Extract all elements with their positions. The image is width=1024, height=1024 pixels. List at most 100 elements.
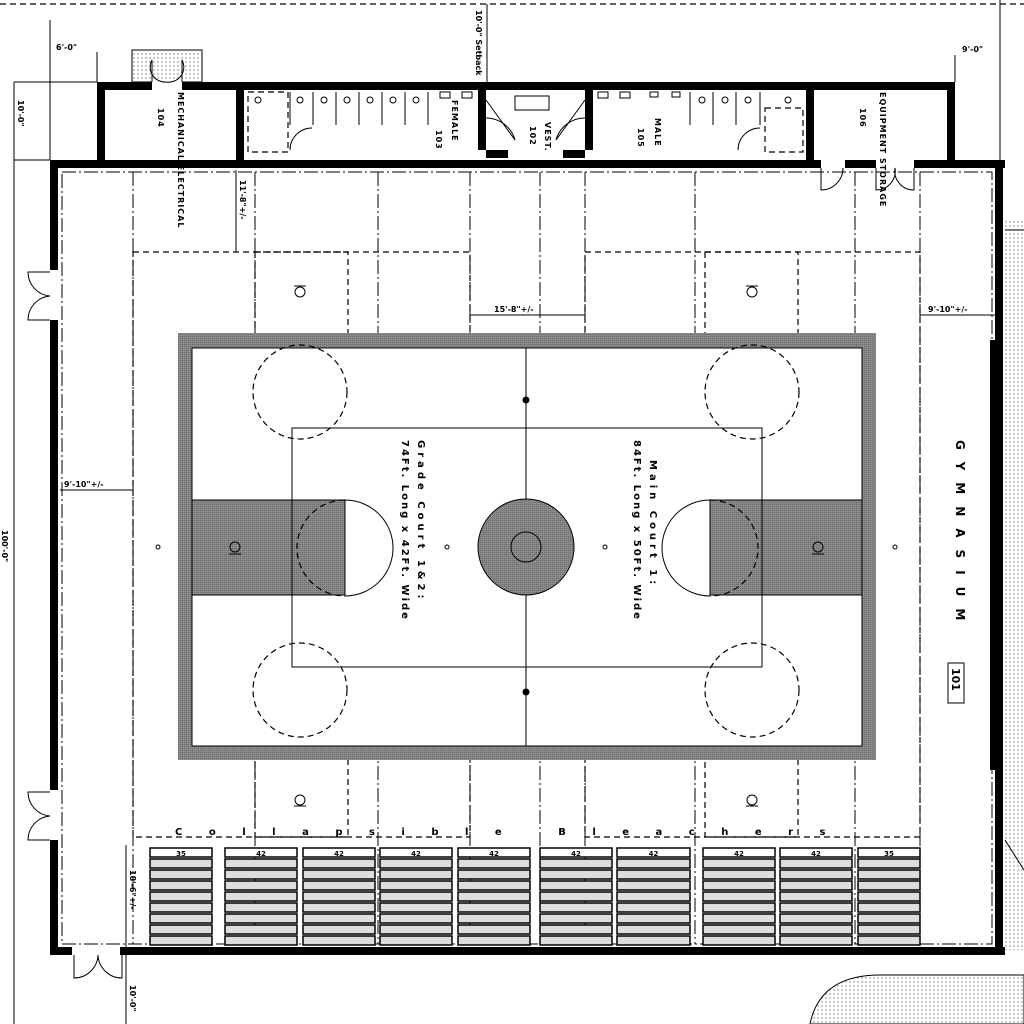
bleacher-row (457, 924, 531, 935)
bleacher-row (779, 913, 853, 924)
bleacher-row (379, 858, 453, 869)
right-free-throw-arc (661, 499, 711, 597)
east-walkway (1005, 220, 1024, 950)
bleacher-row (779, 935, 853, 946)
bleacher-row (457, 902, 531, 913)
dim-overall-depth: 100'-0" (0, 530, 9, 562)
bleacher-row (779, 858, 853, 869)
bleacher-row (379, 869, 453, 880)
bleacher-row (539, 880, 613, 891)
dim-annex-depth: 10'-0" (16, 100, 25, 127)
bleacher-row (379, 902, 453, 913)
bleacher-row (616, 880, 691, 891)
bleacher-section: 42 (539, 847, 613, 946)
bleacher-row (779, 869, 853, 880)
left-key (191, 499, 346, 596)
bleacher-seat-count: 42 (811, 850, 821, 858)
bleacher-section: 35 (857, 847, 921, 946)
male-label: MALE (653, 118, 662, 147)
bleacher-row (779, 880, 853, 891)
bleacher-row (616, 858, 691, 869)
bleacher-row (857, 847, 921, 858)
gym-walls (48, 158, 1005, 957)
center-jump-circle (510, 531, 542, 563)
bleacher-section: 42 (779, 847, 853, 946)
bleacher-row (857, 869, 921, 880)
left-free-throw-arc (344, 499, 394, 597)
bleacher-row (224, 847, 298, 858)
bleacher-row (379, 935, 453, 946)
gymnasium-number: 101 (949, 668, 962, 691)
bleacher-row (224, 858, 298, 869)
bleacher-row (302, 891, 376, 902)
sidewalk (809, 974, 1024, 1024)
bleacher-row (149, 869, 213, 880)
bleacher-row (379, 913, 453, 924)
bleacher-seat-count: 35 (176, 850, 186, 858)
bleacher-row (539, 847, 613, 858)
bleacher-row (224, 913, 298, 924)
bleacher-row (702, 935, 776, 946)
bleacher-row (779, 902, 853, 913)
bleacher-section: 42 (702, 847, 776, 946)
center-circle (477, 498, 575, 596)
bleacher-row (379, 891, 453, 902)
bleacher-row (616, 847, 691, 858)
bleacher-row (616, 935, 691, 946)
bleacher-row (457, 858, 531, 869)
mechanical-label: MECHANICAL ELECTRICAL (176, 92, 185, 228)
bleacher-row (857, 913, 921, 924)
dim-annex-to-court: 11'-8"+/- (238, 180, 247, 220)
bleacher-seat-count: 42 (734, 850, 744, 858)
dim-top-right-width: 9'-0" (962, 45, 983, 54)
bleacher-row (616, 869, 691, 880)
bleacher-row (224, 869, 298, 880)
bleacher-row (302, 913, 376, 924)
bleacher-row (857, 924, 921, 935)
bleacher-row (302, 847, 376, 858)
bleacher-row (857, 902, 921, 913)
bleacher-row (779, 891, 853, 902)
bleacher-row (702, 858, 776, 869)
bleacher-row (539, 935, 613, 946)
bleacher-row (702, 924, 776, 935)
gymnasium-label: GYMNASIUM (953, 440, 967, 632)
bleacher-row (616, 902, 691, 913)
bleacher-row (457, 847, 531, 858)
bleacher-row (149, 935, 213, 946)
bleacher-seat-count: 42 (571, 850, 581, 858)
bleacher-section: 42 (224, 847, 298, 946)
bleacher-row (457, 869, 531, 880)
bleacher-row (616, 891, 691, 902)
female-restroom-fixtures (247, 91, 473, 153)
vest-label: VEST. (543, 122, 552, 152)
bleacher-row (224, 880, 298, 891)
bleacher-section: 42 (616, 847, 691, 946)
bleacher-row (224, 935, 298, 946)
bleacher-row (379, 924, 453, 935)
bleacher-seat-count: 42 (334, 850, 344, 858)
bleacher-row (149, 891, 213, 902)
bleacher-row (149, 880, 213, 891)
bleacher-row (457, 935, 531, 946)
bleacher-row (702, 902, 776, 913)
bleacher-section: 42 (379, 847, 453, 946)
bleacher-row (224, 924, 298, 935)
bleacher-row (539, 869, 613, 880)
female-label: FEMALE (450, 100, 459, 142)
dim-setback: 10'-0" Setback (474, 10, 483, 76)
gymnasium-number-box (947, 662, 965, 704)
grade-court-size: 74Ft. Long x 42Ft. Wide (399, 440, 410, 621)
bleacher-section: 35 (149, 847, 213, 946)
mechanical-number: 104 (156, 108, 165, 128)
bleacher-row (224, 891, 298, 902)
bleacher-row (149, 858, 213, 869)
bleacher-row (149, 902, 213, 913)
bleacher-row (779, 924, 853, 935)
male-restroom-fixtures (597, 91, 804, 153)
male-number: 105 (636, 128, 645, 148)
bleacher-row (539, 924, 613, 935)
